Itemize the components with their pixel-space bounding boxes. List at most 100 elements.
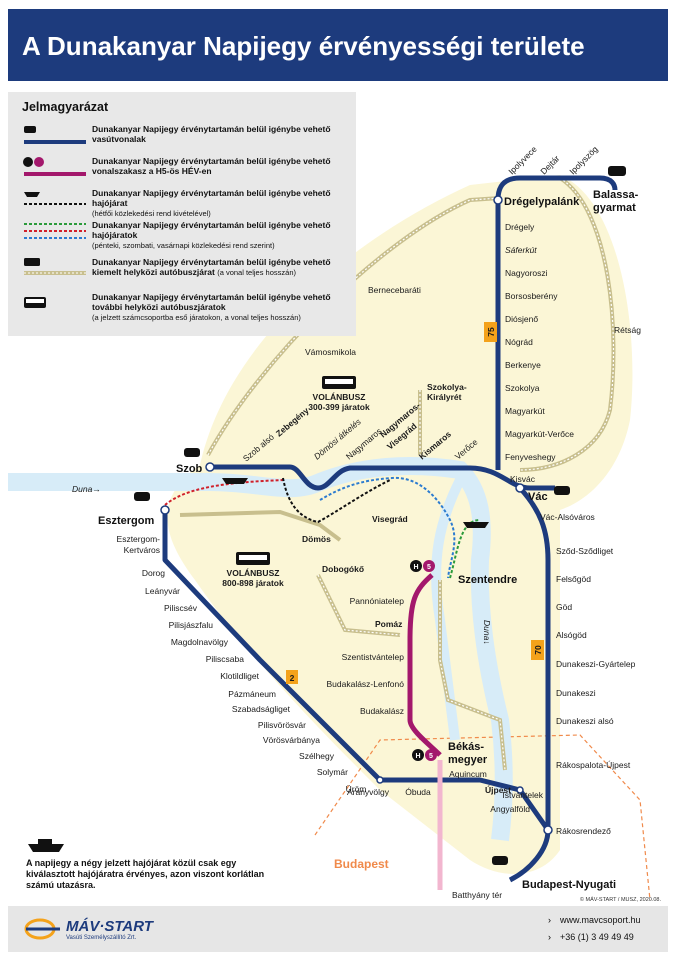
svg-text:Klotildliget: Klotildliget: [220, 671, 259, 681]
legend-text-ferry: Dunakanyar Napijegy érvénytartamán belül…: [92, 188, 331, 208]
legend-sub-ferries-weekend: (pénteki, szombati, vasárnapi közlekedés…: [92, 241, 275, 250]
bus-800-icon: [236, 552, 270, 565]
svg-text:Dunakeszi alsó: Dunakeszi alsó: [556, 716, 614, 726]
svg-text:Pilisjászfalu: Pilisjászfalu: [169, 620, 214, 630]
hev-badge-szentendre: H 5: [410, 560, 435, 572]
bus-300-name: VOLÁNBUSZ: [313, 392, 366, 402]
legend: Jelmagyarázat Dunakanyar Napijegy érvény…: [8, 92, 356, 336]
line-70-label: 70: [533, 645, 543, 655]
legend-sub-bus-other: (a jelzett számcsoportba eső járatokon, …: [92, 313, 301, 322]
station-szentendre: Szentendre: [458, 574, 517, 586]
ferry-note: A napijegy a négy jelzett hajójárat közü…: [26, 858, 265, 890]
footer: MÁV·START Vasúti Személyszállító Zrt. › …: [8, 906, 668, 952]
city-label-budapest: Budapest: [334, 857, 389, 871]
line-2-badge: [286, 670, 298, 684]
line-75-badge: [484, 322, 497, 342]
svg-text:H: H: [415, 753, 420, 760]
svg-text:Angyalföld: Angyalföld: [490, 804, 530, 814]
station-esztergom: Esztergom: [98, 515, 154, 527]
svg-text:Rétság: Rétság: [614, 325, 641, 335]
ship-icons: [222, 478, 489, 528]
station-ujpest: Újpest: [485, 784, 511, 795]
svg-text:Óbuda: Óbuda: [405, 787, 431, 797]
legend-text-hev: Dunakanyar Napijegy érvénytartamán belül…: [92, 156, 331, 176]
line-75-label: 75: [486, 327, 496, 337]
svg-text:Üröm: Üröm: [346, 784, 367, 794]
legend-heading: Jelmagyarázat: [22, 100, 109, 114]
hev-line: [407, 573, 442, 757]
bus-800-range: 800-898 járatok: [222, 578, 284, 588]
svg-text:Felsőgöd: Felsőgöd: [556, 574, 591, 584]
station-szokolya-kiralyret-2: Királyrét: [427, 392, 462, 402]
ferry-black: [282, 477, 391, 524]
svg-text:Szokolya: Szokolya: [505, 383, 540, 393]
bus-other-symbol: [24, 297, 46, 308]
arrow-icon: ›: [548, 915, 551, 925]
hev-line-symbol: [23, 157, 86, 176]
station-balassagyarmat-1: Balassa-: [593, 189, 639, 201]
bus-main-symbol: [24, 258, 86, 275]
svg-text:Szentistvántelep: Szentistvántelep: [342, 652, 405, 662]
bus-lines-dash: [207, 177, 615, 771]
svg-text:Dejtár: Dejtár: [538, 153, 561, 176]
page-title: A Dunakanyar Napijegy érvényességi terül…: [22, 31, 585, 61]
ferry-symbol: [24, 192, 86, 205]
rail-line-symbol: [24, 126, 86, 144]
ferry-red: [164, 479, 286, 506]
svg-text:Vörösvárbánya: Vörösvárbánya: [263, 735, 320, 745]
svg-text:Szélhegy: Szélhegy: [299, 751, 335, 761]
mav-start-logo: MÁV·START: [66, 918, 153, 935]
ferry-green: [449, 519, 481, 579]
svg-text:Nagyoroszi: Nagyoroszi: [505, 268, 548, 278]
ferries-weekend-symbol: [24, 223, 86, 239]
svg-text:Aranyvölgy: Aranyvölgy: [347, 787, 390, 797]
svg-text:Szabadságliget: Szabadságliget: [232, 704, 291, 714]
station-markers: [160, 195, 553, 835]
credit-text: © MÁV-START / MUSZ, 2020.08.: [579, 897, 661, 903]
station-budapest-nyugati: Budapest-Nyugati: [522, 879, 616, 891]
svg-text:Drégely: Drégely: [505, 222, 535, 232]
station-szokolya-kiralyret-1: Szokolya-: [427, 382, 467, 392]
legend-text-bus-main: Dunakanyar Napijegy érvénytartamán belül…: [92, 257, 331, 277]
bus-800-name: VOLÁNBUSZ: [227, 568, 280, 578]
svg-text:Dunakeszi-Gyártelep: Dunakeszi-Gyártelep: [556, 659, 636, 669]
svg-text:Bernecebaráti: Bernecebaráti: [368, 285, 421, 295]
station-szob: Szob: [176, 463, 203, 475]
title-bar: A Dunakanyar Napijegy érvényességi terül…: [8, 9, 668, 81]
bus-300-icon: [322, 376, 356, 389]
hev-stations: Pannóniatelep Szentistvántelep Budakalás…: [326, 596, 404, 716]
bus-300-range: 300-399 járatok: [308, 402, 370, 412]
svg-text:Ipolyvece: Ipolyvece: [506, 144, 539, 177]
station-vac: Vác: [528, 491, 548, 503]
legend-text-bus-other: Dunakanyar Napijegy érvénytartamán belül…: [92, 292, 331, 312]
svg-text:Istvántelek: Istvántelek: [502, 790, 543, 800]
svg-text:Borsosberény: Borsosberény: [505, 291, 558, 301]
svg-text:Vámosmikola: Vámosmikola: [305, 347, 356, 357]
svg-text:Nógrád: Nógrád: [505, 337, 533, 347]
budapest-stations: Üröm Aranyvölgy Óbuda Aquincum: [346, 769, 487, 797]
svg-text:Ipolyszög: Ipolyszög: [567, 144, 600, 177]
line-2-stations: Esztergom- Kertváros Dorog Leányvár Pili…: [117, 534, 349, 777]
svg-text:Pázmáneum: Pázmáneum: [228, 689, 276, 699]
svg-text:Diósjenő: Diósjenő: [505, 314, 538, 324]
svg-text:Dunakeszi: Dunakeszi: [556, 688, 596, 698]
mav-start-logo-sub: Vasúti Személyszállító Zrt.: [66, 935, 137, 941]
arrow-icon: ›: [548, 932, 551, 942]
svg-text:Alsógöd: Alsógöd: [556, 630, 587, 640]
svg-text:Piliscsaba: Piliscsaba: [206, 654, 245, 664]
svg-text:Solymár: Solymár: [317, 767, 348, 777]
phone-number[interactable]: +36 (1) 3 49 49 49: [560, 932, 634, 942]
station-batthyany-ter: Batthyány tér: [452, 890, 502, 900]
website-link[interactable]: www.mavcsoport.hu: [560, 915, 641, 925]
svg-text:Dorog: Dorog: [142, 568, 165, 578]
budapest-boundary: [314, 734, 651, 901]
station-dobogoko: Dobogókő: [322, 564, 364, 574]
svg-text:H: H: [413, 564, 418, 571]
bus-stations: Bernecebaráti Vámosmikola Rétság: [305, 285, 641, 357]
svg-text:Fenyveshegy: Fenyveshegy: [505, 452, 556, 462]
river-label-south: Duna↓: [482, 620, 492, 645]
station-pomaz: Pomáz: [375, 619, 402, 629]
train-icons: [134, 166, 626, 865]
svg-text:Leányvár: Leányvár: [145, 586, 180, 596]
